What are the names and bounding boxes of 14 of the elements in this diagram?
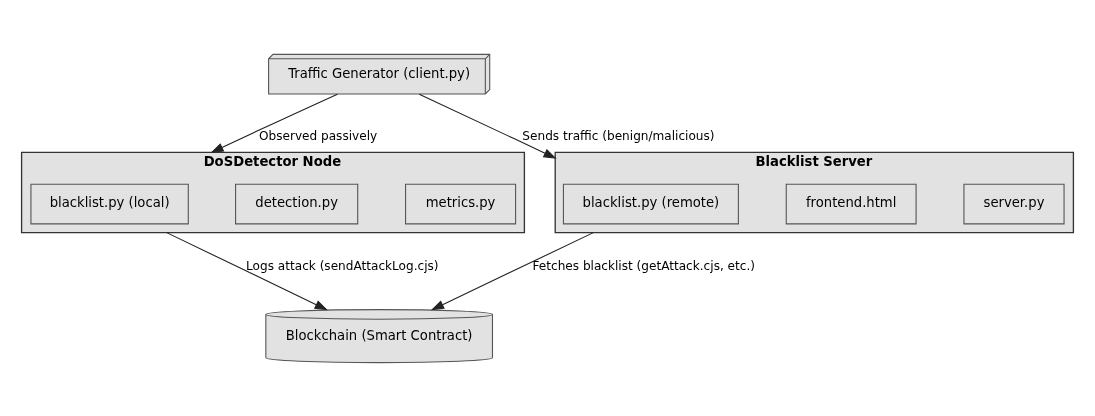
node-box: metrics.py [405,183,517,224]
node-box: frontend.html [785,183,917,224]
edge-label: Fetches blacklist (getAttack.cjs, etc.) [532,258,756,273]
edge-label: Sends traffic (benign/malicious) [522,128,715,143]
arrow [210,93,338,153]
node-box: blacklist.py (local) [30,183,189,224]
node-box: detection.py [235,183,359,224]
arrow [418,93,557,159]
arrow [430,231,594,310]
edge-label: Observed passively [259,128,378,143]
edge-label: Logs attack (sendAttackLog.cjs) [246,258,439,273]
node-box: blacklist.py (remote) [562,183,739,224]
node-box: server.py [963,183,1065,224]
arrow [166,231,328,310]
